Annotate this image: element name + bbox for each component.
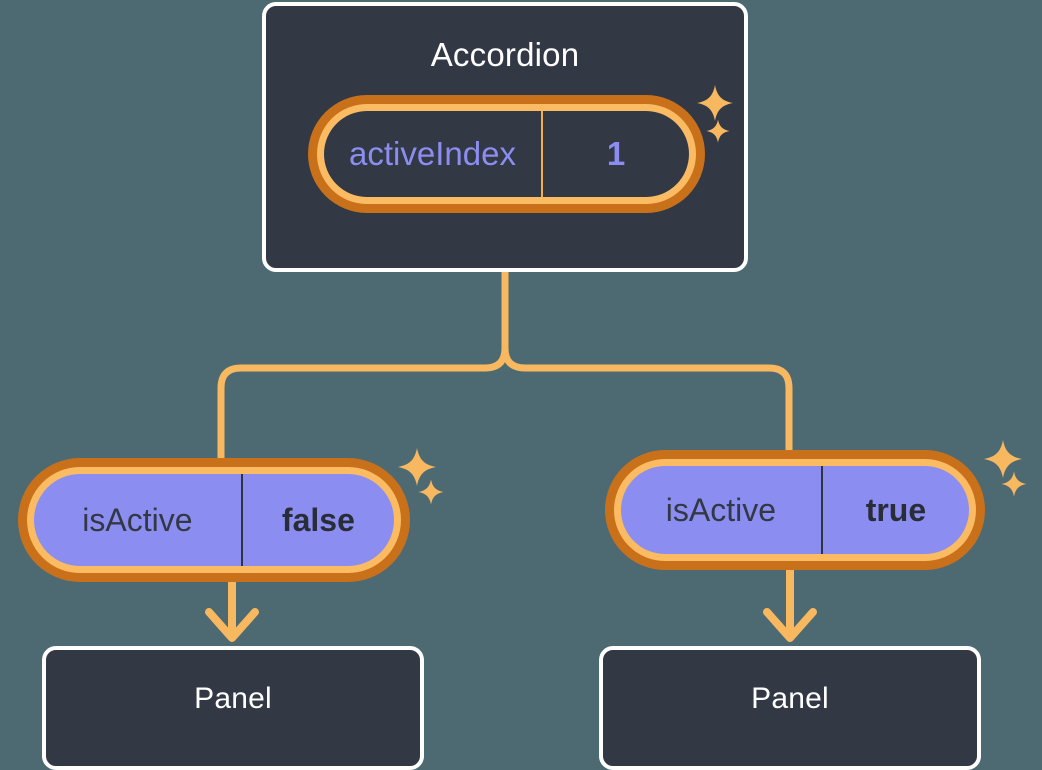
pill-core: isActive false	[34, 474, 394, 566]
accordion-title: Accordion	[430, 36, 580, 73]
state-key-label: isActive	[621, 466, 823, 554]
state-pill-is-active-true[interactable]: isActive true	[605, 450, 985, 570]
panel-component-right[interactable]: Panel	[599, 646, 981, 770]
panel-title: Panel	[194, 682, 272, 715]
state-value-label: true	[865, 491, 927, 528]
panel-title: Panel	[751, 682, 829, 715]
pill-core: activeIndex 1	[324, 111, 689, 197]
state-value-label: 1	[606, 135, 626, 172]
state-key-label: activeIndex	[324, 111, 543, 197]
sparkle-icon-small	[417, 478, 445, 506]
state-value-label: false	[281, 501, 355, 538]
panel-component-left[interactable]: Panel	[42, 646, 424, 770]
pill-inner-ring: isActive false	[27, 467, 401, 573]
state-pill-is-active-false[interactable]: isActive false	[18, 458, 410, 582]
pill-core: isActive true	[621, 466, 969, 554]
sparkle-icon	[396, 446, 438, 488]
sparkle-icon	[982, 438, 1024, 480]
connector-pill-to-panel-left	[205, 578, 259, 642]
pill-inner-ring: isActive true	[614, 459, 976, 561]
connector-root-to-branches	[217, 268, 793, 474]
pill-inner-ring: activeIndex 1	[317, 104, 696, 204]
state-key-label: isActive	[34, 474, 243, 566]
connector-pill-to-panel-right	[763, 566, 817, 642]
sparkle-icon-small	[1000, 470, 1028, 498]
state-pill-active-index[interactable]: activeIndex 1	[308, 95, 705, 213]
